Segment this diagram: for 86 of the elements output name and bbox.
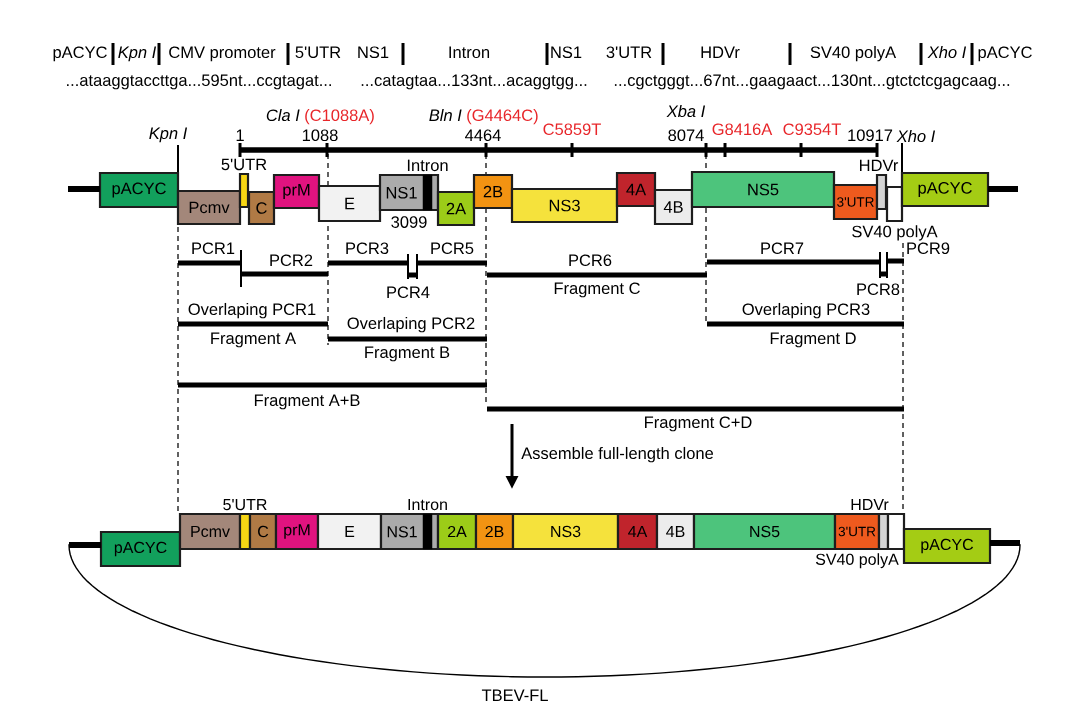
fragment-label: Fragment D [770, 332, 856, 348]
region-label: 3'UTR [606, 46, 652, 59]
mutation-label: (C1088A) [305, 108, 374, 125]
gene-box: 2B [474, 512, 515, 551]
mutation-label: G8416A [712, 123, 773, 136]
sequence-text: ...cgctgggt...67nt...gaagaact...130nt...gtctctcgagcaag... [614, 74, 1010, 90]
pcr-label: Overlaping PCR3 [742, 302, 870, 319]
gene-box: prM [272, 173, 321, 210]
gene-box: 2A [436, 190, 476, 227]
gene-box: NS3 [510, 187, 619, 224]
gene-box: 2B [472, 173, 514, 210]
promoter-box: Pcmv [178, 512, 242, 551]
region-label: NS1 [551, 46, 582, 59]
promoter-box: Pcmv [176, 189, 242, 226]
pcr-label: PCR6 [569, 254, 612, 267]
mutation-label: C5859T [543, 123, 601, 136]
enzyme-label: Kpn I [118, 46, 157, 62]
vector-box: pACYC [900, 171, 990, 208]
gene-box: E [316, 512, 383, 551]
gene-box: 2A [436, 512, 478, 551]
region-label: NS1 [358, 46, 389, 59]
node-label: HDVr [851, 499, 889, 511]
fragment-label: Fragment C+D [645, 416, 752, 432]
plasmid-label: TBEV-FL [481, 689, 548, 701]
enzyme-label: Cla I [266, 108, 300, 122]
position-label: 4464 [465, 129, 501, 142]
node-label: 5'UTR [221, 158, 267, 171]
gene-box: NS3 [511, 512, 620, 551]
region-label: CMV promoter [169, 46, 276, 62]
region-label: SV40 polyA [810, 45, 897, 62]
node-label: Intron [408, 499, 447, 511]
position-label: 1088 [302, 129, 338, 142]
pcr-label: PCR7 [761, 242, 804, 255]
gene-box: 4A [616, 512, 659, 551]
pcr-label: PCR4 [387, 286, 430, 299]
gene-box: 4B [653, 188, 694, 226]
mutation-label: C9354T [783, 123, 841, 136]
pcr-label: PCR9 [907, 242, 950, 255]
gene-box: C [247, 190, 276, 226]
gene-box: 4A [615, 171, 657, 208]
vector-box: pACYC [98, 171, 180, 209]
fragment-label: Fragment B [365, 346, 450, 362]
plasmid-backbone [68, 542, 1021, 678]
gene-box: prM [274, 512, 320, 551]
mutation-label: (G4464C) [467, 108, 538, 125]
utr-box: 3'UTR [832, 183, 879, 221]
pcr-label: PCR5 [431, 242, 474, 255]
enzyme-label: Xho I [896, 129, 936, 143]
position-label: 1 [236, 129, 244, 141]
sequence-text: ...catagtaa...133nt...acaggtgg... [361, 74, 587, 90]
pcr-label: Overlaping PCR1 [188, 302, 316, 319]
region-label: HDVr [701, 46, 740, 58]
enzyme-label: Xba I [666, 104, 706, 118]
gene-box: 4B [655, 512, 696, 551]
pcr-label: PCR2 [270, 254, 313, 267]
vector-box: pACYC [902, 527, 992, 565]
node-label: SV40 polyA [815, 553, 899, 569]
position-label: 3099 [391, 216, 427, 228]
fragment-label: Fragment A+B [254, 394, 360, 410]
gene-box: C [248, 512, 278, 551]
position-label: 8074 [668, 129, 704, 142]
fragment-label: Fragment A [211, 332, 297, 348]
region-label: Intron [449, 46, 490, 59]
node-label: SV40 polyA [852, 225, 938, 241]
step-label: Assemble full-length clone [521, 446, 713, 463]
enzyme-label: Xho I [927, 45, 967, 59]
position-label: 10917 [848, 129, 893, 142]
region-label: pACYC [978, 46, 1032, 62]
enzyme-label: Bln I [429, 108, 462, 121]
node-label: 5'UTR [223, 499, 267, 511]
gene-box: E [317, 184, 382, 223]
sequence-text: ...ataaggtaccttga...595nt...ccgtagat... [67, 74, 331, 90]
pcr-label: PCR1 [192, 242, 235, 255]
vector-box: pACYC [99, 530, 182, 568]
enzyme-label: Kpn I [149, 127, 188, 143]
pcr-label: PCR3 [346, 242, 389, 255]
gene-box: NS5 [690, 170, 836, 209]
fragment-label: Fragment C [554, 282, 640, 298]
utr-box: 3'UTR [833, 512, 881, 551]
pcr-label: Overlaping PCR2 [347, 316, 475, 333]
region-label: 5'UTR [295, 46, 341, 59]
node-label: Intron [407, 159, 448, 172]
pcr-label: PCR8 [857, 283, 900, 296]
gene-box: NS5 [692, 512, 837, 551]
region-label: pACYC [53, 46, 107, 62]
node-label: HDVr [860, 159, 899, 171]
